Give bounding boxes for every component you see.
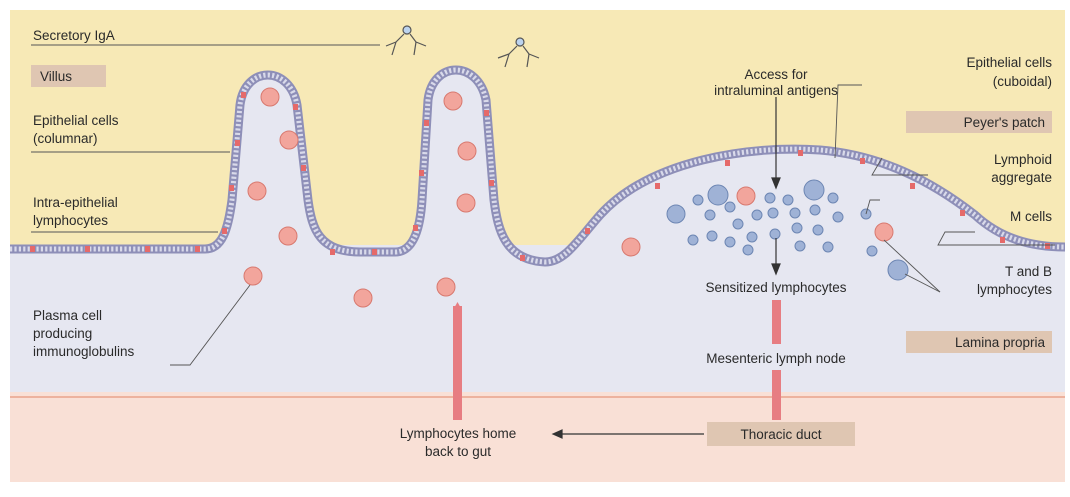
homing-duct: [453, 306, 462, 420]
label-peyers-patch: Peyer's patch: [964, 115, 1045, 130]
label-lymphocytes-home-2: back to gut: [425, 444, 491, 459]
label-lymphoid-aggregate-1: Lymphoid: [994, 152, 1052, 167]
label-t-b-lymphocytes-2: lymphocytes: [977, 282, 1052, 297]
label-epithelial-cuboidal-1: Epithelial cells: [966, 55, 1052, 70]
label-lamina-propria: Lamina propria: [955, 335, 1046, 350]
submucosa-background: [10, 390, 1065, 482]
label-access-2: intraluminal antigens: [714, 83, 838, 98]
label-mesenteric-lymph-node: Mesenteric lymph node: [706, 351, 846, 366]
label-epithelial-cuboidal-2: (cuboidal): [993, 74, 1052, 89]
mesenteric-duct-upper: [772, 300, 781, 344]
label-sensitized-lymphocytes: Sensitized lymphocytes: [705, 280, 846, 295]
label-plasma-cell-3: immunoglobulins: [33, 344, 135, 359]
label-access-1: Access for: [744, 67, 808, 82]
label-thoracic-duct: Thoracic duct: [740, 427, 821, 442]
label-m-cells: M cells: [1010, 209, 1052, 224]
label-intra-epithelial-2: lymphocytes: [33, 213, 108, 228]
label-villus: Villus: [40, 69, 72, 84]
label-epithelial-columnar-1: Epithelial cells: [33, 113, 119, 128]
label-plasma-cell-1: Plasma cell: [33, 308, 102, 323]
label-t-b-lymphocytes-1: T and B: [1005, 264, 1052, 279]
mesenteric-duct-lower: [772, 370, 781, 420]
label-lymphoid-aggregate-2: aggregate: [991, 170, 1052, 185]
label-lymphocytes-home-1: Lymphocytes home: [400, 426, 517, 441]
label-epithelial-columnar-2: (columnar): [33, 131, 98, 146]
label-intra-epithelial-1: Intra-epithelial: [33, 195, 118, 210]
label-plasma-cell-2: producing: [33, 326, 92, 341]
label-secretory-iga: Secretory IgA: [33, 28, 115, 43]
